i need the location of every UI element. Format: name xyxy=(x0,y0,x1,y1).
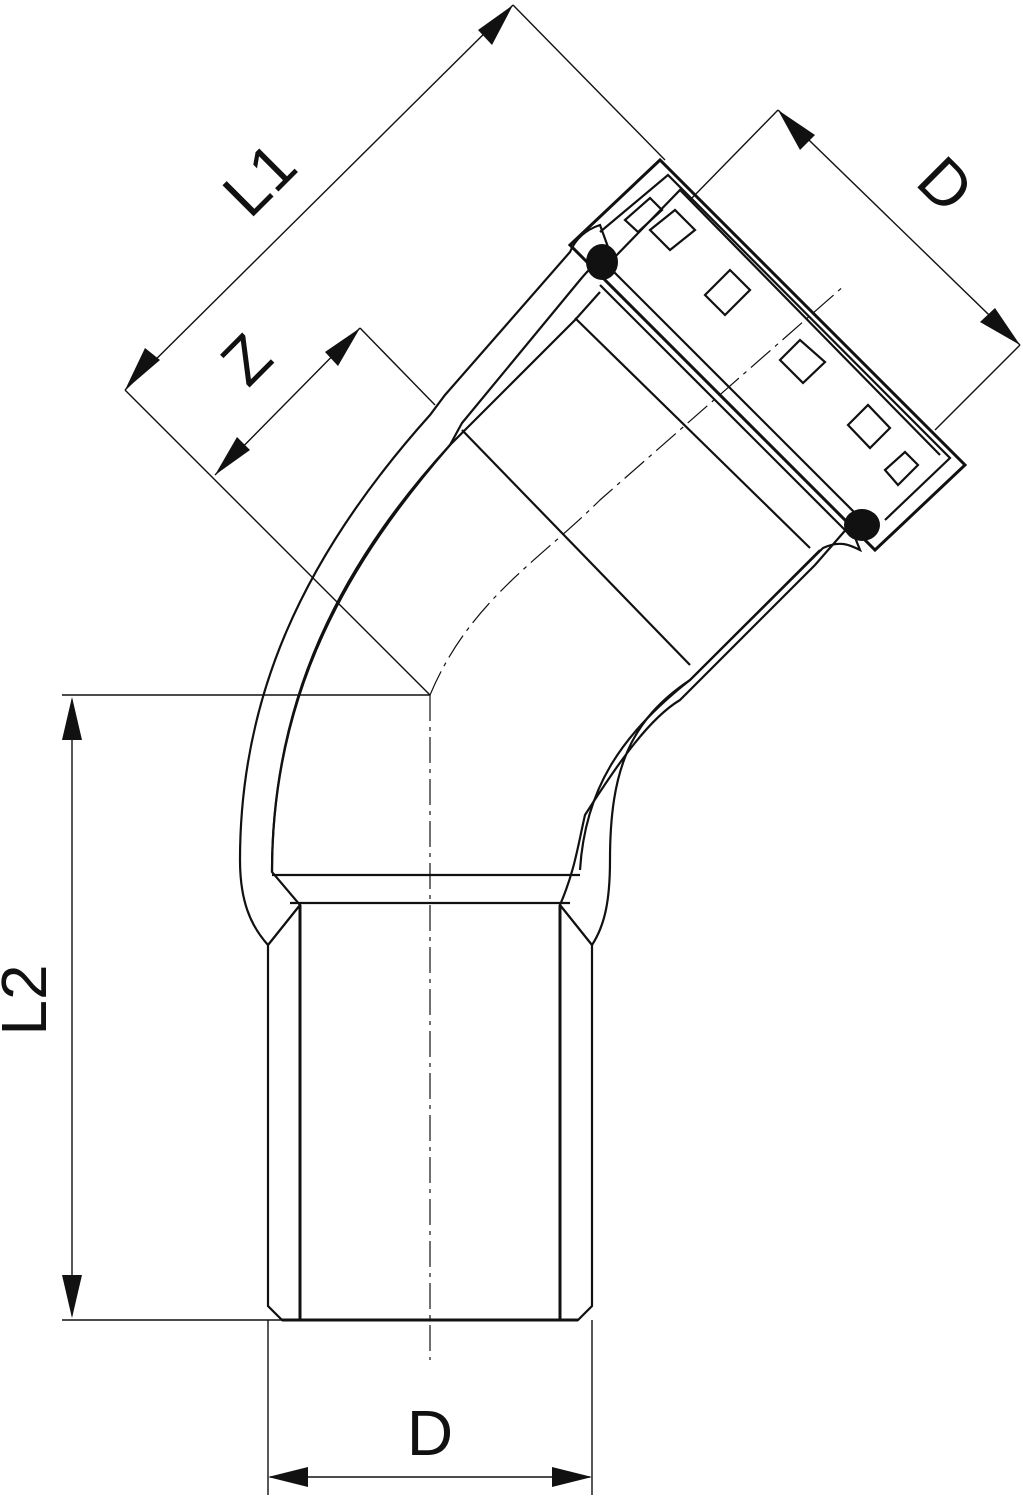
right-wall-section xyxy=(558,901,594,1322)
center-lines xyxy=(429,284,846,1360)
d-top-label: D xyxy=(904,143,988,227)
l2-label: L2 xyxy=(0,964,60,1035)
dimension-l2: L2 xyxy=(0,694,430,1321)
o-ring-top xyxy=(586,244,618,280)
l1-label: L1 xyxy=(209,129,310,230)
d-bottom-label: D xyxy=(407,1397,453,1469)
dimension-l1: L1 xyxy=(124,4,666,696)
dimension-z: Z xyxy=(207,320,436,476)
dimension-d-bottom: D xyxy=(267,1320,593,1495)
z-label: Z xyxy=(207,320,286,399)
press-connector xyxy=(567,157,968,553)
left-wall-section xyxy=(266,901,302,1322)
dimension-d-top: D xyxy=(689,109,1021,431)
o-ring-bottom xyxy=(844,509,880,541)
right-bend-wall xyxy=(558,522,863,947)
left-bend-wall xyxy=(238,223,614,947)
pipe-body xyxy=(238,223,863,1322)
